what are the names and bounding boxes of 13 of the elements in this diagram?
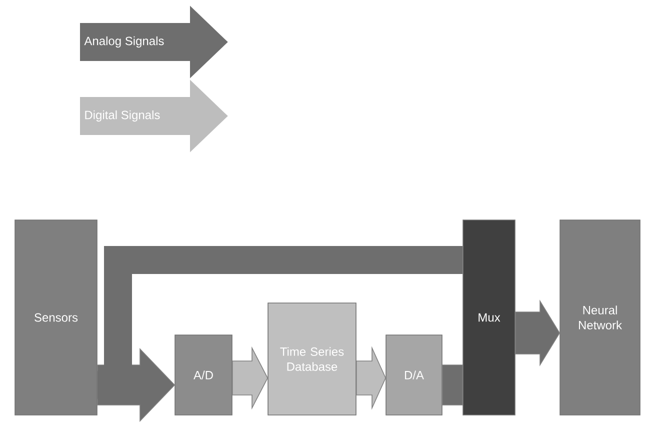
arrow — [442, 364, 463, 406]
arrow — [356, 346, 386, 410]
arrow — [515, 300, 560, 366]
process-box: Mux — [462, 220, 516, 416]
legend-text: Digital Signals — [85, 110, 160, 122]
process-box: D/A — [386, 334, 442, 416]
process-box: Time Series Database — [268, 302, 356, 416]
legend-text: Analog Signals — [84, 36, 164, 48]
process-box: Neural Network — [560, 220, 640, 416]
process-box: A/D — [174, 334, 232, 416]
process-box: Sensors — [14, 220, 98, 416]
arrow — [232, 346, 268, 410]
arrow — [97, 348, 176, 422]
